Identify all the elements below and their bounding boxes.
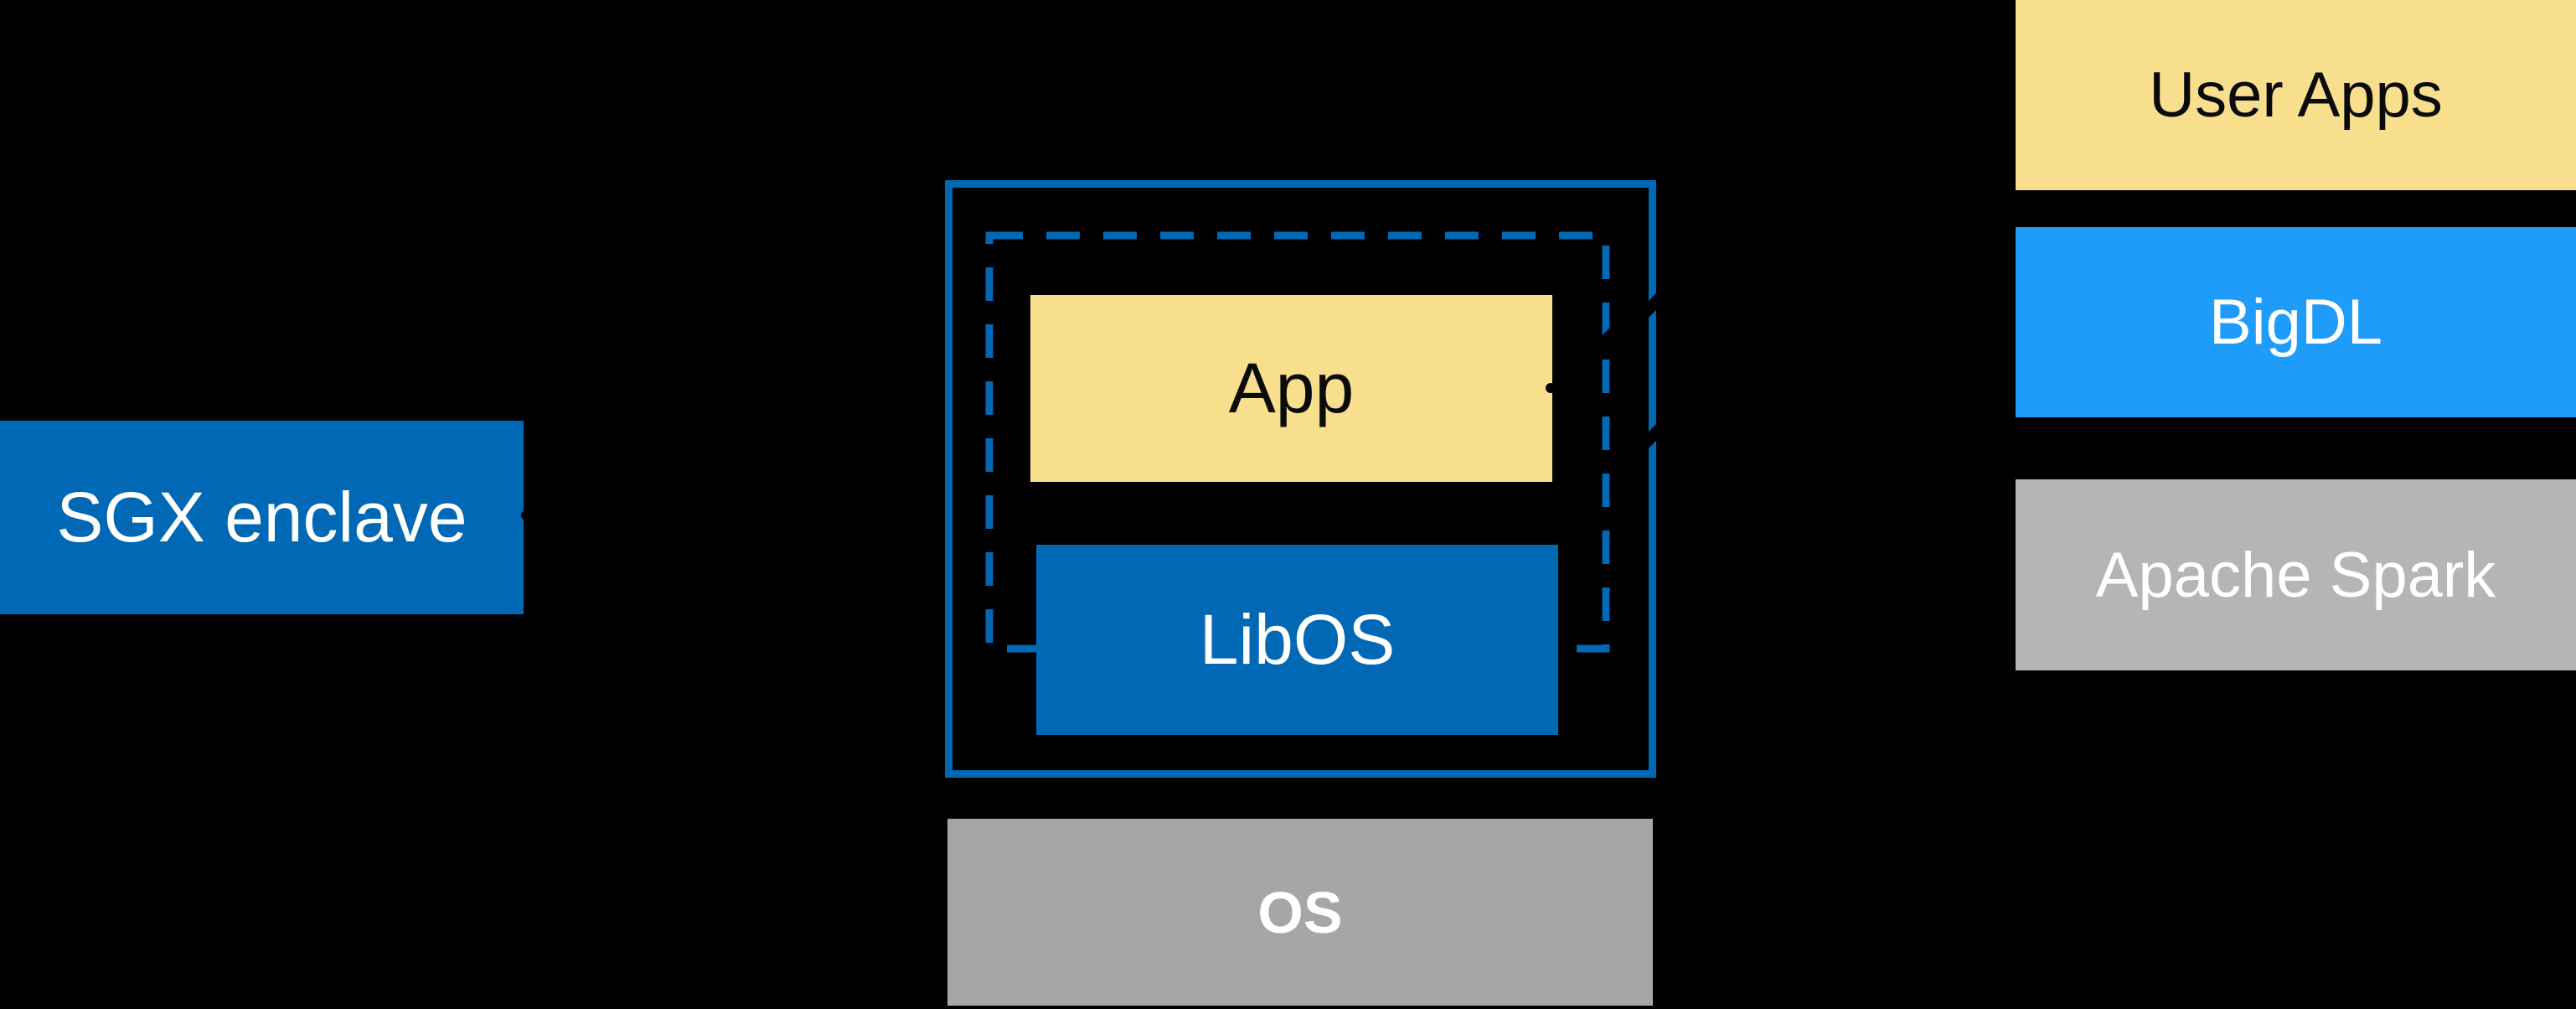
os-label: OS bbox=[1257, 879, 1343, 945]
bigdl-label: BigDL bbox=[2209, 287, 2382, 358]
process-outer-box bbox=[945, 180, 1656, 778]
bigdl-box: BigDL bbox=[2016, 227, 2576, 417]
libos-label: LibOS bbox=[1199, 600, 1396, 679]
libos-box: LibOS bbox=[1036, 545, 1558, 735]
user-apps-label: User Apps bbox=[2149, 60, 2443, 131]
user-apps-box: User Apps bbox=[2016, 0, 2576, 190]
apache-spark-box: Apache Spark bbox=[2016, 479, 2576, 670]
sgx-enclave-label: SGX enclave bbox=[56, 478, 467, 556]
apache-spark-label: Apache Spark bbox=[2095, 539, 2496, 611]
app-label: App bbox=[1228, 349, 1355, 427]
sgx-enclave-box: SGX enclave bbox=[0, 421, 524, 614]
os-box: OS bbox=[947, 819, 1653, 1006]
app-box: App bbox=[1030, 295, 1552, 482]
